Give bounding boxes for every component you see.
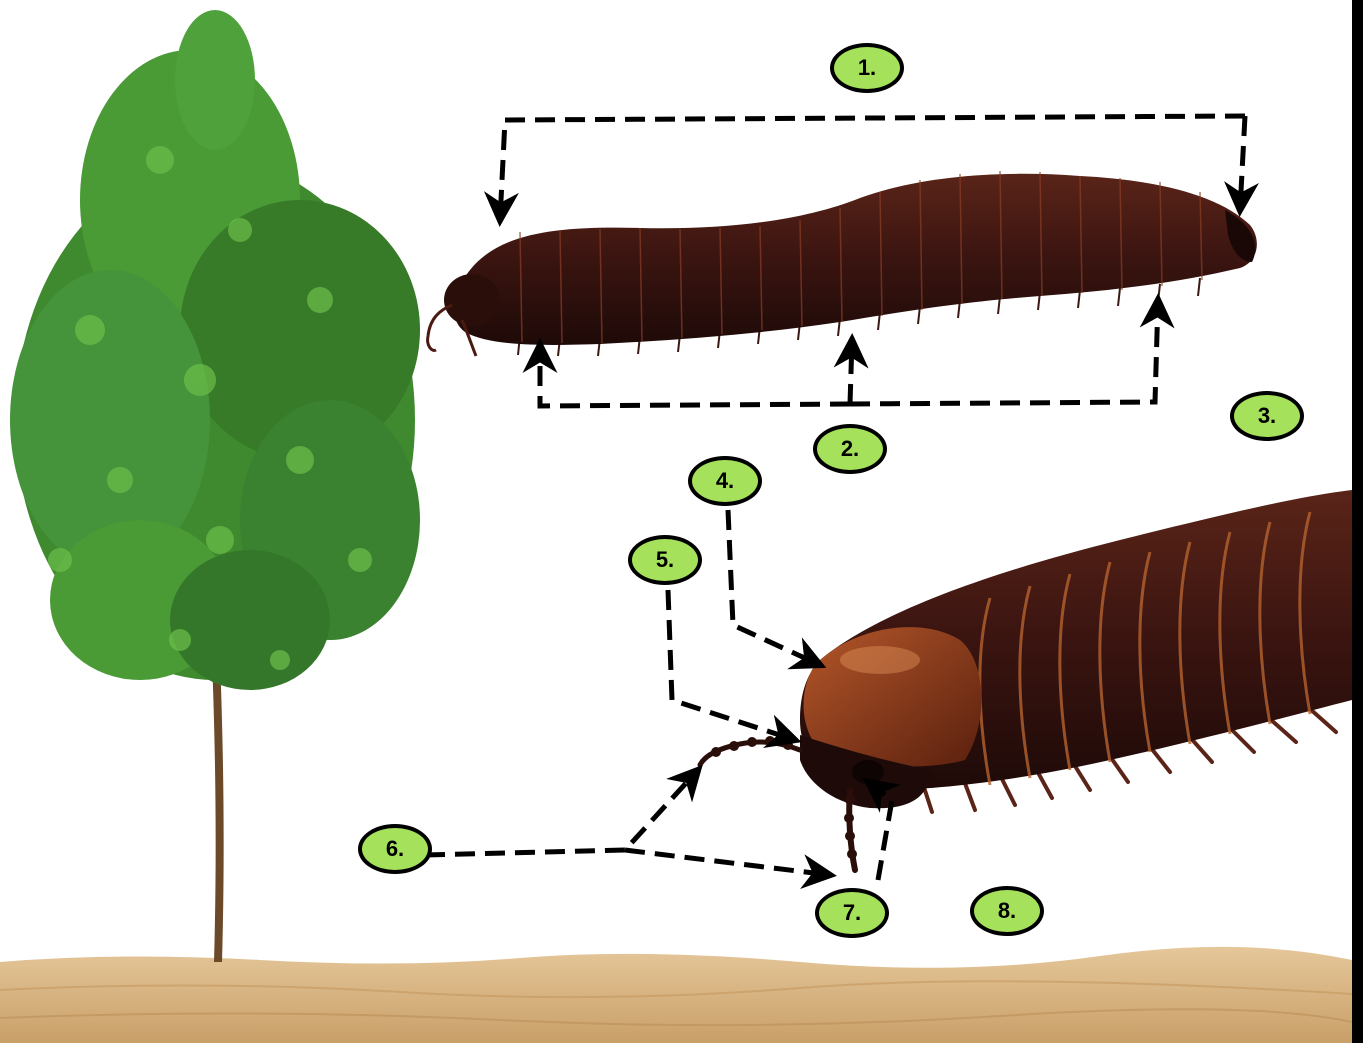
arrow-2-center <box>850 340 852 404</box>
arrow-1-right <box>1240 116 1245 210</box>
arrow-4 <box>728 510 820 665</box>
arrow-2-left <box>540 345 850 406</box>
label-7: 7. <box>815 888 889 938</box>
label-2: 2. <box>813 424 887 474</box>
millipede-full-body <box>428 171 1257 356</box>
millipede-head-closeup <box>700 490 1352 870</box>
label-8: 8. <box>970 886 1044 936</box>
right-edge-bar <box>1352 0 1363 1043</box>
label-6: 6. <box>358 824 432 874</box>
label-3: 3. <box>1230 391 1304 441</box>
sand-ground <box>0 947 1352 1043</box>
label-4: 4. <box>688 456 762 506</box>
arrow-6-antenna <box>425 770 698 855</box>
label-1: 1. <box>830 43 904 93</box>
arrow-2-right <box>850 300 1158 404</box>
arrow-6-leg <box>625 850 830 875</box>
tree-illustration <box>10 10 420 962</box>
label-5: 5. <box>628 535 702 585</box>
